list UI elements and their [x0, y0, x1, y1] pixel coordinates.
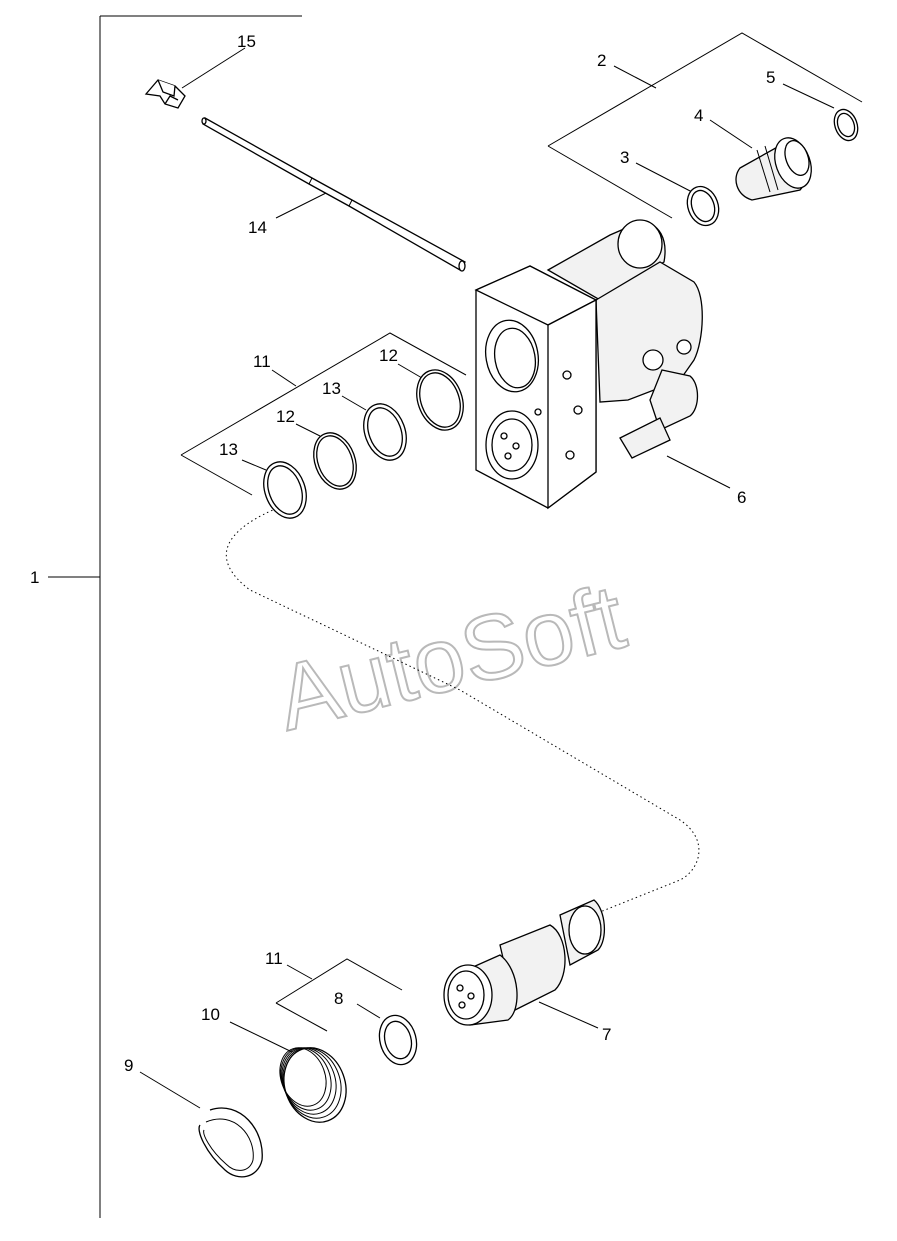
callout-3: 3 — [620, 148, 629, 167]
callout-12-upper: 12 — [379, 346, 398, 365]
o-ring-part-3 — [686, 185, 720, 227]
leader-lines — [139, 47, 835, 1109]
backup-ring-part-13-upper — [363, 403, 407, 461]
callout-13-upper: 13 — [322, 379, 341, 398]
callout-5: 5 — [766, 68, 775, 87]
bracket-item-1 — [48, 15, 302, 1218]
spring-part-10 — [279, 1047, 347, 1123]
callout-15: 15 — [237, 32, 256, 51]
fitting-part-4 — [735, 137, 812, 201]
callout-2: 2 — [597, 51, 606, 70]
rod-part-14 — [201, 117, 466, 272]
bracket-item-2 — [547, 32, 863, 219]
callout-11-upper: 11 — [253, 352, 271, 371]
callout-10: 10 — [201, 1005, 220, 1024]
o-ring-part-12-upper — [416, 369, 464, 431]
callout-6: 6 — [737, 488, 746, 507]
retaining-ring-part-9 — [198, 1107, 263, 1178]
callout-12-lower: 12 — [276, 407, 295, 426]
watermark: AutoSoft — [267, 566, 634, 750]
bracket-item-11-upper — [180, 332, 467, 496]
callout-13-lower: 13 — [219, 440, 238, 459]
clip-part-15 — [144, 79, 186, 109]
spool-part-7 — [443, 899, 605, 1026]
callout-8: 8 — [334, 989, 343, 1008]
callout-labels: 1 2 3 4 5 6 7 8 9 10 11 11 12 12 13 13 1… — [30, 32, 775, 1075]
callout-11-lower: 11 — [265, 949, 283, 968]
callout-14: 14 — [248, 218, 267, 237]
o-ring-part-12-lower — [313, 432, 357, 490]
backup-ring-part-13-lower — [263, 461, 307, 519]
washer-part-5 — [833, 108, 859, 142]
assembly-path — [225, 504, 700, 913]
valve-body-part-6 — [474, 219, 703, 510]
callout-4: 4 — [694, 106, 703, 125]
washer-part-8 — [378, 1014, 418, 1066]
callout-9: 9 — [124, 1056, 133, 1075]
callout-7: 7 — [602, 1025, 611, 1044]
callout-1: 1 — [30, 568, 39, 587]
bracket-item-11-lower — [275, 958, 403, 1032]
